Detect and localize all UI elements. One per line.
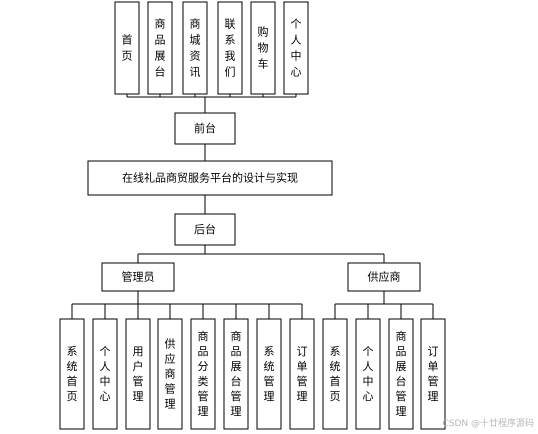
admin-label: 管理员: [122, 270, 155, 284]
supplier-module-1: 个人中心: [355, 318, 381, 430]
admin-module-1: 个人中心: [92, 318, 118, 430]
front-label: 前台: [194, 121, 216, 135]
back-module-boxes: 系统首页 个人中心 用户管理 供应商管理 商品分类管理 商品展台管理 系统管理 订单管理 系统首…: [59, 318, 446, 430]
supplier-module-3: 订单管理: [420, 318, 446, 430]
admin-module-3: 供应商管理: [157, 318, 183, 430]
front-module-1: 商品展台: [147, 1, 173, 95]
system-title-node: 在线礼品商贸服务平台的设计与实现: [87, 160, 333, 196]
admin-module-7: 订单管理: [289, 318, 315, 430]
front-module-boxes: 首页 商品展台 商城资讯 联系我们 购物车 个人中心: [114, 1, 309, 95]
admin-module-4: 商品分类管理: [190, 318, 216, 430]
front-module-label-3: 联系我们: [225, 18, 236, 79]
front-module-4: 购物车: [250, 1, 276, 95]
watermark: CSDN @十廿程序源码: [442, 417, 534, 429]
front-node: 前台: [174, 112, 236, 145]
admin-module-2: 用户管理: [125, 318, 151, 430]
back-node: 后台: [174, 213, 236, 246]
system-title: 在线礼品商贸服务平台的设计与实现: [122, 171, 298, 185]
front-module-label-2: 商城资讯: [190, 17, 201, 79]
admin-module-label-6: 系统管理: [264, 345, 275, 403]
admin-module-label-4: 商品分类管理: [198, 329, 209, 418]
supplier-label: 供应商: [368, 270, 401, 284]
supplier-module-label-1: 个人中心: [363, 345, 374, 403]
supplier-module-label-2: 商品展台管理: [396, 329, 407, 418]
front-module-label-1: 商品展台: [155, 17, 166, 79]
supplier-module-0: 系统首页: [322, 318, 348, 430]
front-module-2: 商城资讯: [182, 1, 208, 95]
admin-module-label-1: 个人中心: [100, 345, 111, 403]
admin-module-label-5: 商品展台管理: [231, 329, 242, 418]
admin-node: 管理员: [101, 262, 175, 292]
admin-module-label-2: 用户管理: [133, 345, 144, 403]
admin-module-6: 系统管理: [256, 318, 282, 430]
front-module-3: 联系我们: [217, 1, 243, 95]
connector-lines: [71, 94, 434, 319]
supplier-node: 供应商: [347, 262, 421, 292]
supplier-module-2: 商品展台管理: [388, 318, 414, 430]
admin-module-0: 系统首页: [59, 318, 85, 430]
front-module-label-5: 个人中心: [291, 18, 302, 79]
supplier-module-label-3: 订单管理: [428, 345, 439, 403]
admin-module-5: 商品展台管理: [223, 318, 249, 430]
front-module-label-4: 购物车: [258, 25, 269, 71]
admin-module-label-0: 系统首页: [67, 345, 78, 403]
front-module-5: 个人中心: [283, 1, 309, 95]
supplier-module-label-0: 系统首页: [330, 345, 341, 403]
admin-module-label-7: 订单管理: [297, 345, 308, 403]
admin-module-label-3: 供应商管理: [165, 337, 176, 411]
front-module-label-0: 首页: [122, 33, 133, 63]
front-module-0: 首页: [114, 1, 140, 95]
back-label: 后台: [194, 222, 216, 236]
